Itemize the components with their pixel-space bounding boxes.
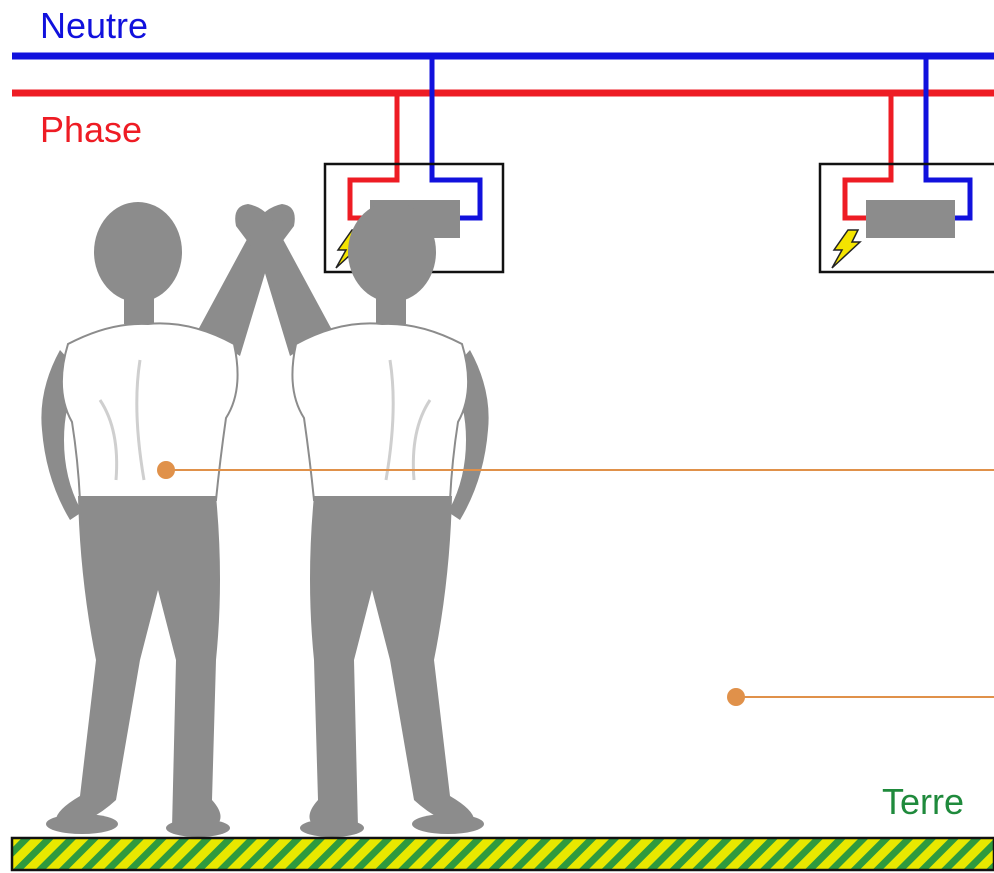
earth-label: Terre	[882, 781, 965, 822]
contact-point-waist	[157, 461, 175, 479]
neutral-label: Neutre	[40, 5, 149, 46]
lightning-bolt-icon	[831, 229, 862, 269]
person-left-silhouette	[39, 200, 297, 839]
appliance-right	[818, 56, 994, 274]
contact-point-knee	[727, 688, 745, 706]
person-right-silhouette	[233, 200, 491, 839]
earth-ground-strip	[10, 836, 994, 872]
phase-label: Phase	[40, 109, 143, 150]
